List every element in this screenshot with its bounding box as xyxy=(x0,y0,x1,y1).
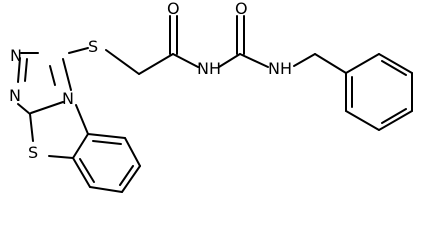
bond-benzo-3 xyxy=(121,165,141,193)
bond-c-triazole-s xyxy=(68,47,89,54)
atom-label-nh-benzyl: NH xyxy=(268,59,292,78)
bond-c-aryl-c-aryl-top xyxy=(72,133,89,159)
bond-benzo-2 xyxy=(89,186,123,193)
bond-nh-benzyl-ch2 xyxy=(293,53,316,67)
bond-s-ring-c-aryl xyxy=(48,155,74,159)
bond-benzo-4 xyxy=(124,137,141,167)
bond-n1-n2 xyxy=(17,57,21,83)
bond-benzo-5 xyxy=(87,133,126,139)
bond-benzo-1 xyxy=(72,157,91,188)
bond-ch2-c-carbonyl xyxy=(138,53,174,75)
atom-label-n2: N xyxy=(9,86,21,105)
bond-c-fused-s-ring xyxy=(29,113,34,142)
atom-label-n3: N xyxy=(62,89,74,108)
bonds xyxy=(17,15,413,193)
bond-phenyl-2 xyxy=(345,110,380,131)
atom-label-n1: N xyxy=(10,46,22,65)
bond-c-fused-n3 xyxy=(30,101,64,114)
bond-phenyl-inner-2 xyxy=(381,108,407,124)
bond-benzo-inner-2 xyxy=(119,165,134,186)
bond-s-ch2 xyxy=(105,49,140,75)
molecule-structure-svg: N N N S S O O NH NH xyxy=(9,0,413,193)
bond-phenyl-6 xyxy=(345,53,380,74)
molecule-diagram: N N N S S O O NH NH xyxy=(9,0,413,193)
atom-labels: N N N S S O O NH NH xyxy=(9,0,292,162)
atom-label-o-amide: O xyxy=(167,0,180,18)
atom-label-s-thioether: S xyxy=(88,37,98,56)
bond-c-carbonyl-nh xyxy=(172,53,199,68)
bond-c-aryl-top-n3 xyxy=(75,104,89,135)
atom-label-s-ring: S xyxy=(28,143,38,162)
bond-c-triazole-top-n-bottom xyxy=(49,65,56,86)
bond-benzo-inner-3 xyxy=(92,140,122,145)
bond-n1-n2-double xyxy=(24,58,28,82)
atom-label-nh-amide: NH xyxy=(197,59,221,78)
bond-ch2-phenyl xyxy=(314,53,347,74)
bond-benzo-inner-1 xyxy=(79,158,95,183)
bond-phenyl-3 xyxy=(378,110,413,131)
bond-phenyl-inner-3 xyxy=(381,60,407,76)
bond-c-urea-nh-benzyl xyxy=(239,53,269,68)
bond-n2-c-fused xyxy=(17,103,31,115)
bond-nh-c-urea xyxy=(218,53,241,68)
bond-phenyl-5 xyxy=(378,53,413,74)
bond-c-triazole-top-n3 xyxy=(62,58,72,91)
atom-label-o-urea: O xyxy=(235,0,248,18)
